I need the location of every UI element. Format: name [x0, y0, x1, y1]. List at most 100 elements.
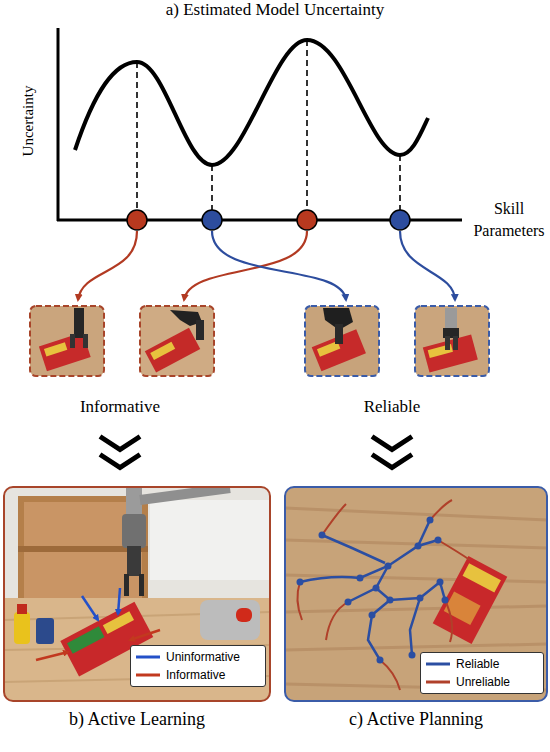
thumbnail-photo-part	[74, 308, 84, 338]
thumbnail-photo-part	[415, 306, 489, 376]
thumbnail-photo-part-part	[150, 342, 175, 360]
scene-photo-part-part	[380, 660, 400, 690]
thumbnail-photo-part-part	[145, 328, 200, 373]
scene-photo-part	[285, 487, 547, 701]
sample-group: Informative	[20, 298, 220, 418]
scene-photo-part	[4, 487, 270, 701]
legend-text: Reliable	[456, 656, 499, 672]
scene-photo-part	[127, 546, 141, 576]
double-chevron-arrow	[100, 437, 140, 468]
axes-part	[57, 28, 60, 221]
chevron	[100, 455, 140, 468]
parameter-marker-part	[390, 210, 410, 230]
scene-photo-part-part	[417, 595, 424, 602]
scene-photo-part-part	[369, 612, 376, 619]
dashed-guide-part	[136, 62, 138, 210]
scene-photo	[4, 487, 270, 701]
scene-photo	[285, 487, 547, 701]
scene-photo-part-part	[322, 535, 385, 563]
thumbnail-photo-part	[305, 306, 379, 376]
scene-photo-part-part	[357, 575, 364, 582]
thumbnail-photo-part	[445, 336, 450, 350]
thumbnail-photo-part	[305, 306, 379, 376]
thumbnail-photo-part-part	[44, 342, 67, 356]
legend-box: ReliableUnreliable	[420, 652, 544, 694]
thumbnail-photo-part	[140, 306, 214, 376]
scene-photo-part-part	[373, 585, 380, 592]
sample-group: Reliable	[292, 298, 492, 418]
legend-line	[136, 674, 160, 677]
scene-photo-part-part	[103, 611, 134, 634]
group-label: Reliable	[292, 396, 492, 418]
scene-photo-part-part	[319, 532, 326, 539]
panel-caption: b) Active Learning	[3, 708, 271, 730]
scene-photo-part-part	[415, 543, 422, 550]
legend-swatch	[135, 670, 161, 680]
scene-photo-part	[433, 556, 508, 644]
scene-photo-part	[130, 630, 160, 640]
scene-photo-part-part	[345, 599, 352, 606]
thumbnail-photo-part-part	[39, 332, 91, 371]
scene-photo-part	[122, 514, 146, 548]
photo-panel: c) Active Planning	[284, 486, 548, 738]
scene-photo-part-part	[433, 556, 508, 644]
sample-arrow	[78, 231, 455, 300]
scene-photo-part	[36, 652, 68, 660]
legend-text: Uninformative	[166, 649, 240, 665]
thumbnail-photo	[140, 306, 214, 376]
sample-arrow-part	[184, 231, 307, 300]
parameter-marker-part	[202, 210, 222, 230]
scene-photo-part-part	[435, 537, 442, 544]
thumbnail-photo-part-part	[423, 334, 478, 372]
thumbnail-photo-part	[423, 334, 478, 372]
scene-photo-part-part	[322, 504, 346, 535]
panel-caption: c) Active Planning	[284, 708, 548, 730]
scene-photo-part-part	[348, 566, 388, 602]
axes	[57, 28, 462, 221]
dashed-guide-part	[211, 165, 213, 210]
scene-photo-part	[17, 604, 27, 614]
dashed-guide-part	[399, 155, 401, 210]
chevron	[100, 437, 140, 450]
scene-photo-part-part	[385, 563, 392, 570]
scene-photo-part-part	[442, 597, 449, 604]
thumbnail-photo-part	[30, 306, 104, 376]
photo-panel: b) Active Learning	[3, 486, 271, 738]
thumbnail-photo	[415, 306, 489, 376]
scene-photo-part-part	[463, 563, 501, 592]
legend-swatch	[425, 659, 451, 669]
scene-photo-part-part	[438, 540, 470, 560]
scene-photo-part	[4, 598, 270, 701]
thumbnail-photo-part	[70, 334, 75, 348]
scene-photo-part-part	[377, 657, 384, 664]
thumbnail-photo	[305, 306, 379, 376]
legend-swatch	[135, 652, 161, 662]
legend-line	[426, 681, 450, 684]
thumbnail-photo-part	[39, 332, 91, 371]
scene-photo-part	[82, 596, 98, 620]
scene-photo-part-part	[297, 582, 302, 620]
scene-photo-part	[297, 517, 449, 664]
scene-photo-part	[126, 487, 142, 516]
scene-photo-part-part	[437, 579, 444, 586]
legend-row: Uninformative	[135, 648, 261, 666]
double-chevron-arrow	[372, 437, 412, 468]
legend-line	[426, 663, 450, 666]
scene-photo-part	[200, 600, 260, 640]
scene-photo-part-part	[409, 652, 416, 659]
scene-photo-part-part	[368, 600, 390, 660]
sample-arrow-part	[78, 231, 137, 300]
scene-photo-part-part	[300, 540, 438, 582]
thumbnail-photo-part	[30, 306, 104, 376]
thumbnail-photo-part	[335, 324, 343, 344]
thumbnail-photo	[30, 306, 104, 376]
dashed-guide	[137, 40, 400, 210]
scene-photo-part	[140, 488, 230, 500]
legend-swatch	[425, 677, 451, 687]
thumbnail-photo-part	[415, 306, 489, 376]
scene-photo-part	[300, 520, 445, 660]
scene-photo-part-part	[445, 600, 452, 642]
